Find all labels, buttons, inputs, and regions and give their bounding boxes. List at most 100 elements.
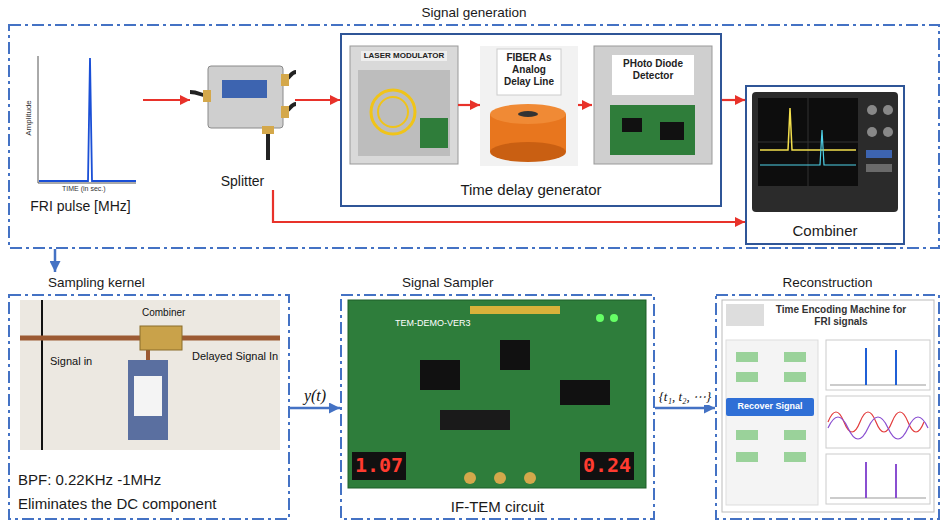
app-screenshot bbox=[722, 300, 934, 512]
pcb-photo bbox=[610, 314, 618, 322]
app-screenshot bbox=[784, 430, 806, 440]
laser-modulator-photo bbox=[420, 118, 448, 148]
filter-note: Eliminates the DC component bbox=[18, 492, 216, 516]
oscilloscope-photo bbox=[752, 92, 898, 212]
photodiode-photo bbox=[660, 122, 684, 140]
device-label: FIBER As Analog Delay Line bbox=[499, 52, 559, 88]
device-label: PHoto Diode Detector bbox=[614, 58, 692, 82]
port-label: Delayed Signal In bbox=[190, 350, 280, 363]
spacer bbox=[190, 40, 295, 173]
app-screenshot bbox=[736, 430, 758, 440]
app-title: Time Encoding Machine for FRI signals bbox=[775, 304, 907, 327]
pulse-plot-figure bbox=[39, 58, 136, 181]
combiner-photo bbox=[128, 360, 168, 440]
signal-arrow bbox=[54, 249, 57, 272]
component-caption: Combiner bbox=[792, 222, 857, 240]
photodiode-photo bbox=[612, 55, 694, 95]
board-label: TEM-DEMO-VER3 bbox=[395, 318, 471, 328]
oscilloscope-photo bbox=[808, 98, 809, 186]
app-screenshot bbox=[865, 462, 867, 498]
oscilloscope-photo bbox=[883, 105, 893, 115]
app-screenshot bbox=[826, 340, 930, 390]
pcb-photo bbox=[352, 452, 406, 480]
photodiode-photo bbox=[610, 105, 695, 155]
fiber-spool-photo bbox=[480, 46, 578, 166]
fiber-spool-photo bbox=[490, 142, 566, 162]
pcb-photo bbox=[470, 306, 560, 314]
laser-modulator-photo bbox=[350, 46, 458, 164]
laser-modulator-photo bbox=[350, 46, 458, 164]
pcb-photo bbox=[596, 314, 604, 322]
app-screenshot bbox=[726, 398, 814, 416]
spacer bbox=[480, 88, 578, 166]
spacer bbox=[747, 87, 903, 222]
signal-generation-group: FRI pulse [MHz] Splitter LASER MODULATOR FI… bbox=[8, 2, 940, 249]
button-label: Recover Signal bbox=[726, 401, 814, 411]
spacer bbox=[8, 24, 940, 249]
dashed-frame bbox=[716, 295, 939, 519]
dashed-frame bbox=[8, 24, 940, 249]
filter-note: BPF: 0.22KHz -1MHz bbox=[18, 468, 161, 492]
app-screenshot bbox=[784, 352, 806, 362]
group-heading: Sampling kernel bbox=[8, 272, 290, 294]
app-screenshot bbox=[722, 300, 934, 512]
splitter-photo bbox=[203, 90, 211, 102]
signal-arrow bbox=[143, 99, 190, 101]
component-caption: Time delay generator bbox=[460, 181, 601, 199]
app-screenshot bbox=[895, 464, 897, 498]
signal-arrow bbox=[655, 407, 715, 410]
pulse-plot-figure bbox=[38, 56, 39, 183]
oscilloscope-photo bbox=[752, 92, 898, 212]
signal-arrow bbox=[578, 104, 592, 106]
splitter-photo bbox=[262, 126, 274, 134]
splitter-device: Splitter bbox=[190, 40, 295, 190]
pcb-photo bbox=[464, 472, 476, 484]
dashed-frame bbox=[9, 25, 939, 248]
splitter-photo bbox=[190, 66, 296, 160]
axis-label: Amplitude bbox=[24, 100, 33, 136]
component-caption: Splitter bbox=[221, 173, 265, 190]
laser-modulator-photo bbox=[358, 70, 450, 156]
oscilloscope-photo bbox=[760, 130, 856, 165]
laser-modulator-photo bbox=[378, 97, 408, 127]
spacer bbox=[350, 61, 458, 166]
part-label: Combiner bbox=[140, 307, 187, 319]
pcb-photo bbox=[348, 300, 646, 488]
app-screenshot bbox=[736, 372, 758, 382]
device-label: LASER MODULATOR bbox=[361, 51, 448, 61]
dashed-frame bbox=[341, 295, 654, 519]
pcb-photo bbox=[440, 410, 510, 430]
fiber-spool-photo bbox=[518, 111, 538, 117]
app-screenshot bbox=[726, 304, 764, 326]
fiber-spool-photo bbox=[480, 46, 578, 166]
splitter-photo bbox=[281, 106, 289, 118]
signal-label: {t₁, t₂, ⋯} bbox=[657, 389, 714, 405]
pulse-plot-figure bbox=[38, 183, 136, 184]
pulse-plot-figure bbox=[38, 56, 136, 183]
app-screenshot bbox=[826, 396, 930, 448]
oscilloscope-photo bbox=[883, 127, 893, 137]
combiner-photo bbox=[20, 300, 280, 450]
component-caption: FRI pulse [MHz] bbox=[30, 198, 130, 215]
led-readout: 1.07 bbox=[355, 454, 403, 477]
laser-modulator: LASER MODULATOR bbox=[350, 46, 458, 166]
spacer bbox=[18, 40, 143, 198]
pcb-photo bbox=[524, 472, 536, 484]
delay-generator-box: LASER MODULATOR FIBER As Analog Delay Lin… bbox=[340, 33, 722, 207]
pcb-photo bbox=[420, 360, 460, 390]
combiner-photo bbox=[41, 300, 43, 450]
fiber-spool: FIBER As Analog Delay Line bbox=[480, 46, 578, 166]
app-screenshot bbox=[830, 385, 926, 386]
combiner-photo bbox=[20, 300, 280, 450]
group-heading: Signal Sampler bbox=[340, 272, 655, 294]
pcb-photo bbox=[494, 472, 506, 484]
oscilloscope-photo bbox=[758, 98, 858, 186]
app-screenshot bbox=[865, 348, 867, 385]
spacer bbox=[592, 82, 714, 166]
splitter-photo bbox=[208, 66, 283, 128]
pcb-photo bbox=[500, 340, 530, 370]
group-heading: Signal generation bbox=[8, 2, 940, 24]
oscilloscope-photo bbox=[866, 150, 892, 158]
group-heading: Reconstruction bbox=[715, 272, 940, 294]
